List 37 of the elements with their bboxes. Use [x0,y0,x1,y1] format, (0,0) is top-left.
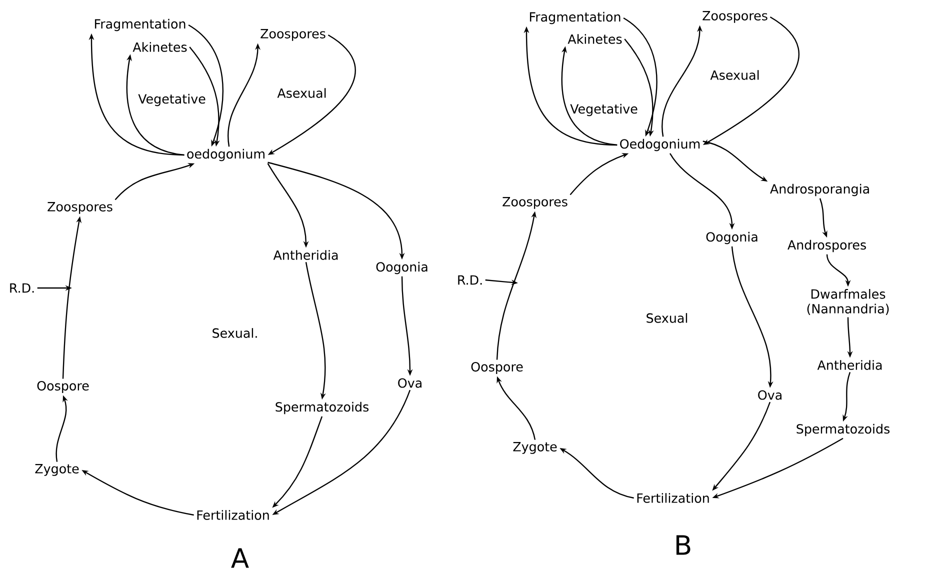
stage-label: Ova [758,390,782,400]
stage-label: R.D. [10,283,34,293]
stage-label: Oogonia [706,232,758,244]
stage-label: Dwarfmales (Nannandria) [807,289,889,315]
panel-letter: A [231,548,249,568]
stage-label: Zoospores [702,11,768,23]
cycle-label: Asexual [710,70,759,80]
stage-label: Oospore [37,380,89,394]
stage-label: Fragmentation [94,18,186,32]
stage-label: oedogonium [187,148,264,162]
stage-label: Zoospores [48,202,112,214]
stage-label: Zygote [513,442,557,454]
cycle-label: Sexual [646,313,688,323]
cycle-label: Vegetative [570,104,638,116]
stage-label: Oogonia [376,262,428,274]
stage-label: Fertilization [197,510,269,520]
cycle-label: Asexual [277,88,326,98]
stage-label: Akinetes [568,34,622,44]
stage-label: Spermatozoids [276,402,369,414]
stage-label: Fertilization [637,493,709,503]
stage-label: Antheridia [273,250,338,260]
cycle-label: Vegetative [138,94,206,106]
stage-label: Akinetes [132,42,187,52]
stage-label: Oedogonium [620,138,700,152]
stage-label: Spermatozoids [796,424,890,436]
panel-letter: B [676,535,690,555]
cycle-label: Sexual. [212,328,257,338]
stage-label: Androsporangia [770,184,869,196]
stage-label: R.D. [458,275,482,285]
stage-label: Oospore [471,362,523,374]
stage-label: Fragmentation [530,12,620,24]
stage-label: Androspores [788,240,866,252]
stage-label: Zoospores [502,197,568,209]
stage-label: Zygote [35,464,79,476]
stage-label: Zoospores [260,29,326,41]
stage-label: Antheridia [817,360,882,370]
stage-label: Ova [398,378,422,388]
